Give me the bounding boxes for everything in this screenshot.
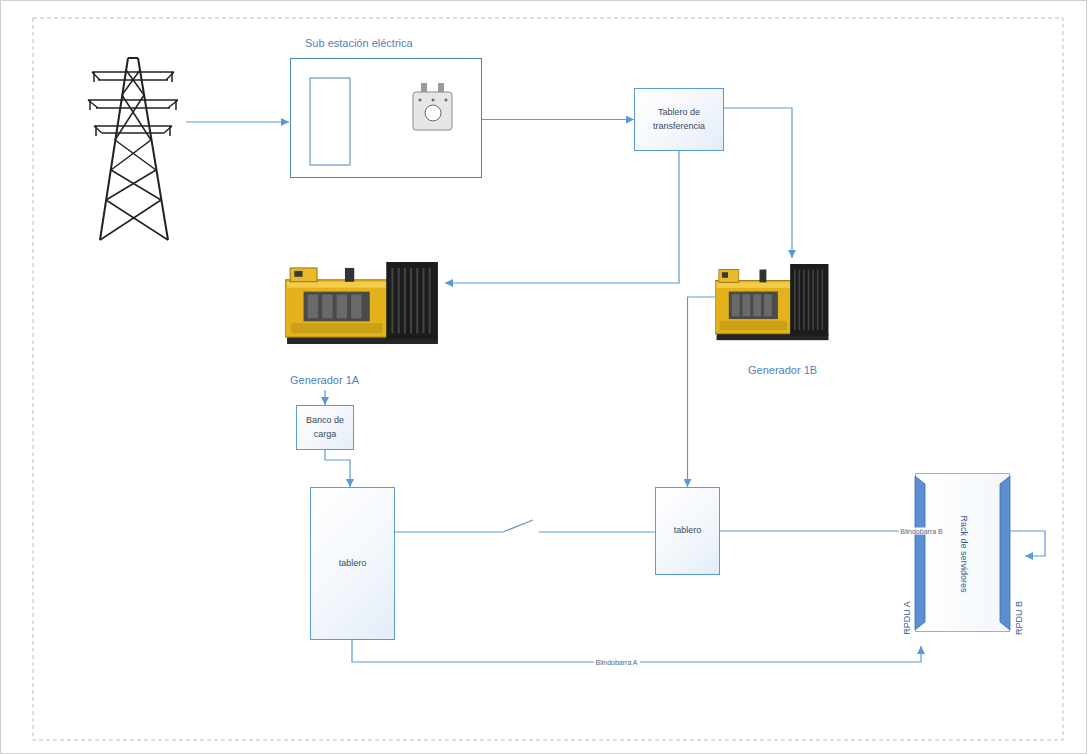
rpdu-bar — [1000, 476, 1010, 630]
connector — [325, 450, 350, 487]
node-label: Sub estación eléctrica — [305, 37, 413, 49]
transformer-icon — [425, 105, 441, 121]
switchboard: tablero — [655, 487, 720, 575]
node-label: tablero — [672, 522, 704, 540]
switchgear-cell — [310, 78, 350, 165]
connector — [688, 297, 716, 487]
transmission-tower — [90, 72, 176, 136]
busway-label: Blindobarra B — [898, 528, 944, 535]
connector — [395, 520, 655, 532]
node-label: Banco de carga — [297, 412, 353, 443]
rpdu-bar — [915, 476, 925, 630]
substation-box: Sub estación eléctrica — [290, 58, 482, 178]
node-label: Tablero de transferencia — [635, 104, 723, 135]
server-rack: Rack de servidores — [915, 473, 1010, 632]
transmission-tower — [94, 126, 172, 133]
generator: Generador 1B — [715, 258, 835, 382]
rpdu: RPDU A — [901, 476, 931, 646]
transmission-tower — [88, 100, 178, 108]
node-label: RPDU B — [1014, 601, 1024, 635]
transformer-icon — [413, 92, 452, 130]
generator-illustration — [285, 262, 438, 344]
generator-illustration — [715, 264, 828, 340]
transformer-icon — [445, 99, 448, 102]
transfer-panel: Tablero de transferencia — [634, 88, 724, 151]
load-bank: Banco de carga — [296, 405, 354, 450]
transmission-tower — [100, 58, 168, 240]
feed-line — [186, 121, 289, 122]
page-frame — [33, 18, 1063, 740]
transformer-icon — [419, 99, 422, 102]
node-label: Generador 1A — [290, 374, 359, 386]
node-label: Generador 1B — [748, 364, 817, 376]
node-label: Rack de servidores — [959, 515, 969, 592]
transformer-icon — [413, 83, 452, 130]
node-label: tablero — [337, 555, 369, 573]
busway-label: Blindobarra A — [593, 659, 639, 666]
transformer-icon — [432, 99, 435, 102]
rpdu: RPDU B — [995, 476, 1025, 646]
transmission-tower — [92, 72, 174, 80]
transmission-tower — [128, 57, 138, 59]
transmission-tower — [88, 58, 178, 240]
connector — [482, 119, 634, 120]
switchboard: tablero — [310, 487, 395, 640]
generator: Generador 1A — [285, 262, 445, 390]
connector — [445, 151, 679, 283]
connector — [324, 390, 325, 405]
connector — [724, 108, 792, 258]
node-label: RPDU A — [902, 601, 912, 635]
transmission-tower — [100, 70, 168, 240]
